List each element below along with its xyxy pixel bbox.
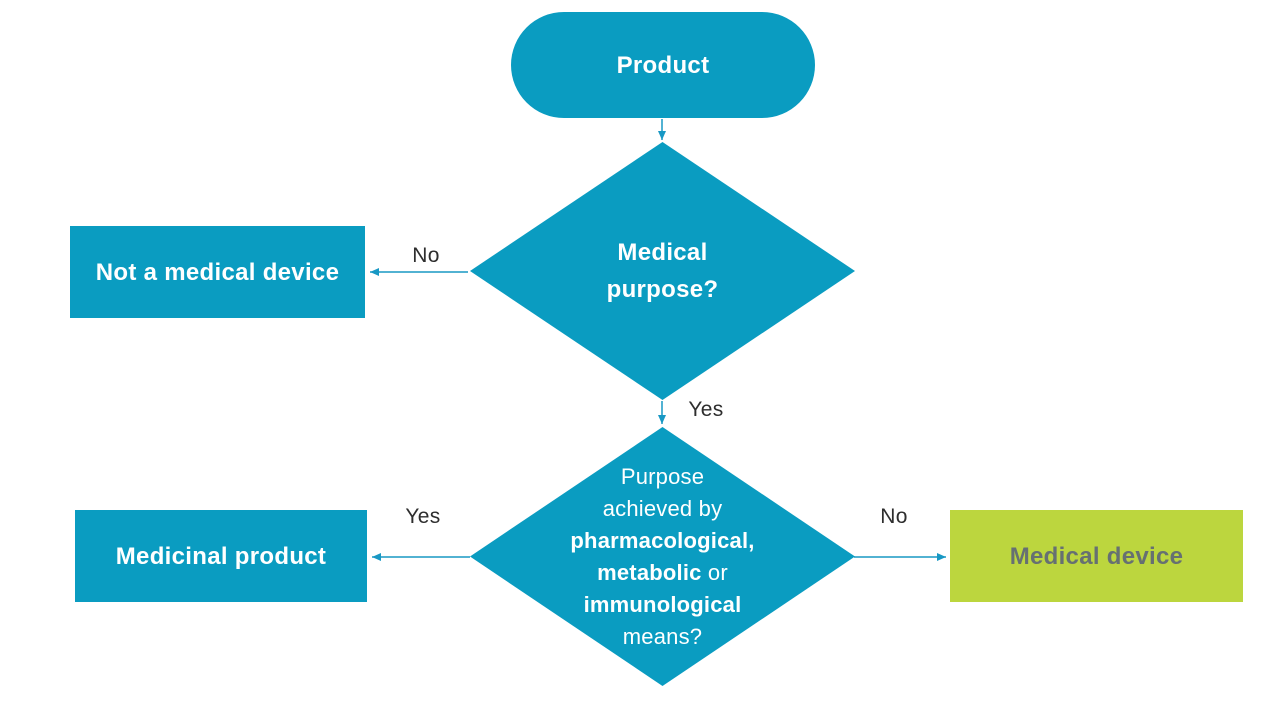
purpose-means-line-5: immunological xyxy=(583,591,742,617)
node-medicinal-product: Medicinal product xyxy=(75,510,367,602)
node-medicinal-product-label: Medicinal product xyxy=(115,542,327,570)
node-purpose-means-decision: Purpose achieved by pharmacological, met… xyxy=(470,427,855,686)
edge-label-purpose-means-yes: Yes xyxy=(405,505,441,528)
edge-label-purpose-means-no: No xyxy=(880,505,908,528)
purpose-means-line-2: achieved by xyxy=(602,495,723,521)
node-not-a-medical-device: Not a medical device xyxy=(70,226,365,318)
edge-label-medical-purpose-yes: Yes xyxy=(688,398,724,421)
purpose-means-line-6: means? xyxy=(622,623,703,649)
edge-label-medical-purpose-no: No xyxy=(412,244,440,267)
node-purpose-means-label: Purpose achieved by pharmacological, met… xyxy=(570,461,754,653)
node-medical-purpose-label: Medical purpose? xyxy=(606,239,719,303)
node-not-a-medical-device-label: Not a medical device xyxy=(95,258,340,286)
node-medical-device-label: Medical device xyxy=(1009,542,1184,570)
node-medical-device: Medical device xyxy=(950,510,1243,602)
node-product: Product xyxy=(511,12,815,118)
node-product-label: Product xyxy=(616,51,710,79)
node-medical-purpose-decision: Medical purpose? xyxy=(470,142,855,400)
purpose-means-line-1: Purpose xyxy=(620,463,705,489)
purpose-means-line-3: pharmacological, xyxy=(570,527,755,553)
purpose-means-line-4: metabolic or xyxy=(597,559,728,585)
